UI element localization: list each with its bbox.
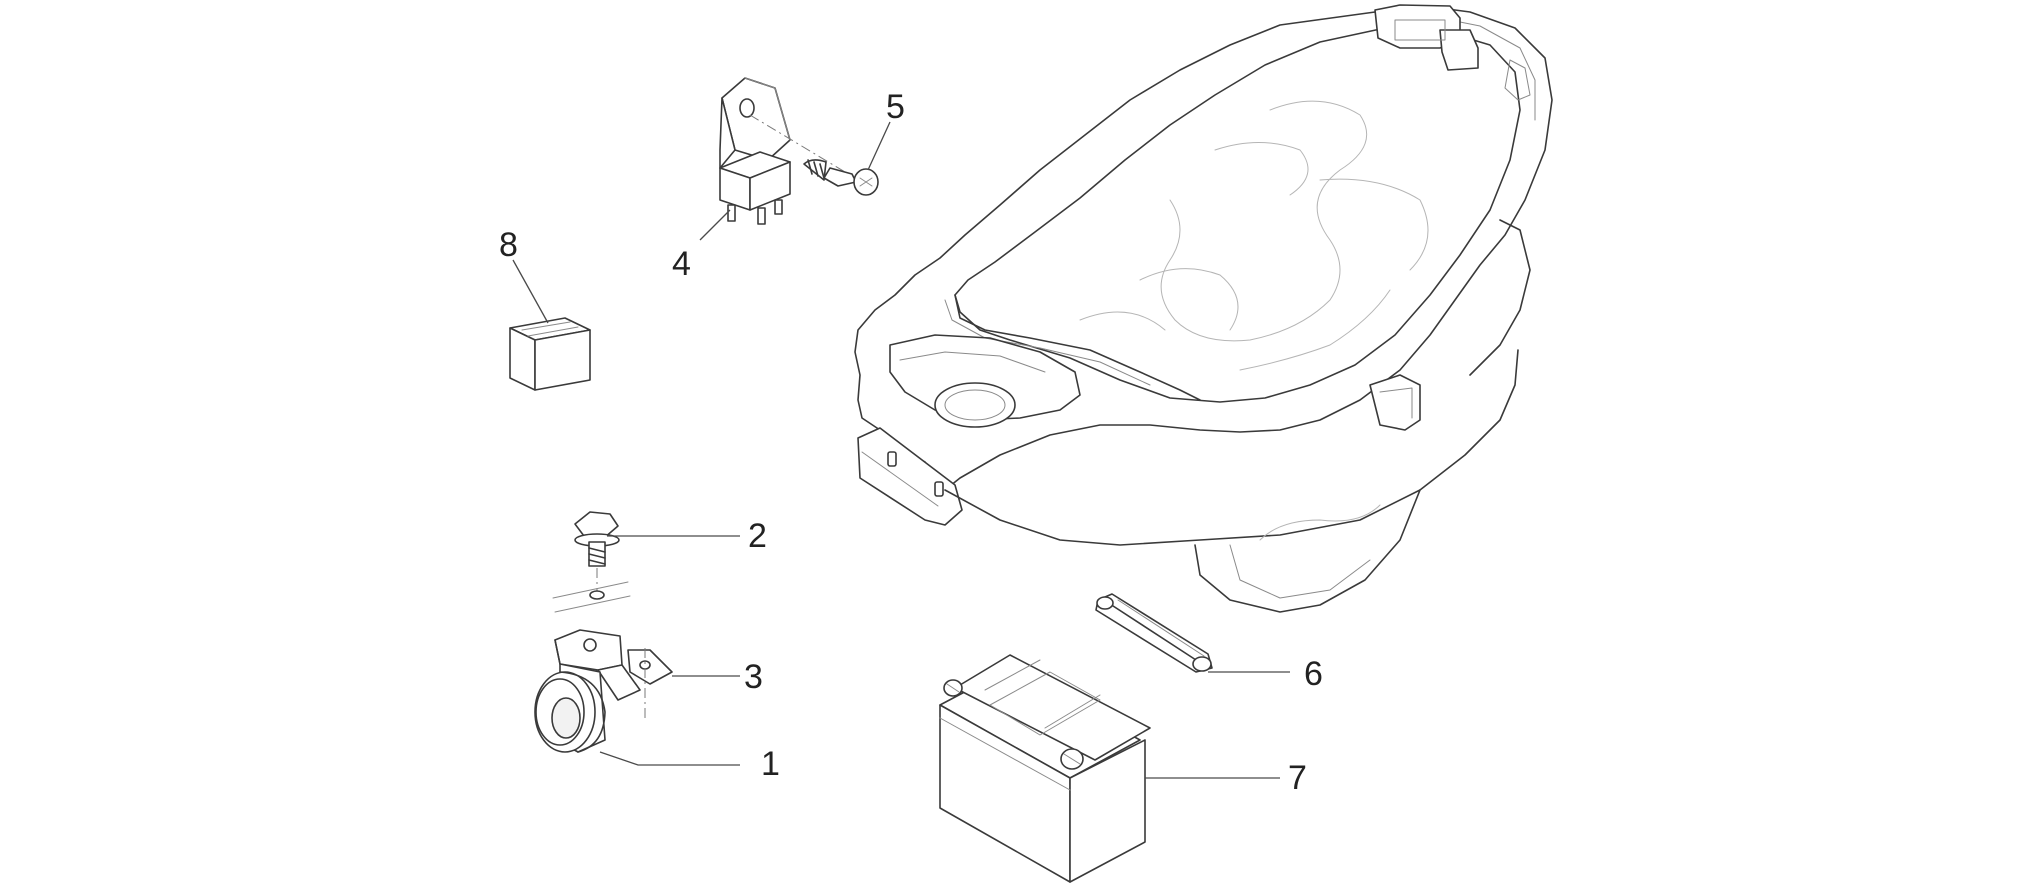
callout-5: 5 bbox=[886, 88, 905, 126]
leader-line-4 bbox=[699, 209, 731, 241]
leader-line-8 bbox=[512, 259, 549, 324]
callout-4: 4 bbox=[672, 245, 691, 283]
callout-8: 8 bbox=[499, 226, 518, 264]
self-tapping-screw-icon bbox=[749, 114, 879, 196]
callout-7: 7 bbox=[1288, 759, 1307, 797]
relay-icon bbox=[719, 77, 791, 225]
battery-icon bbox=[939, 654, 1151, 883]
horn-icon bbox=[534, 663, 606, 753]
horn-bracket-icon bbox=[554, 629, 673, 720]
callout-3: 3 bbox=[744, 658, 763, 696]
flange-bolt-icon bbox=[552, 511, 631, 613]
leader-line-1 bbox=[599, 751, 740, 766]
callout-1: 1 bbox=[761, 745, 780, 783]
helmet-compartment-icon bbox=[854, 4, 1553, 613]
battery-strap-icon bbox=[1095, 593, 1213, 673]
callout-6: 6 bbox=[1304, 655, 1323, 693]
fuse-box-icon bbox=[509, 317, 591, 391]
leader-line-5 bbox=[867, 121, 891, 171]
callout-2: 2 bbox=[748, 517, 767, 555]
